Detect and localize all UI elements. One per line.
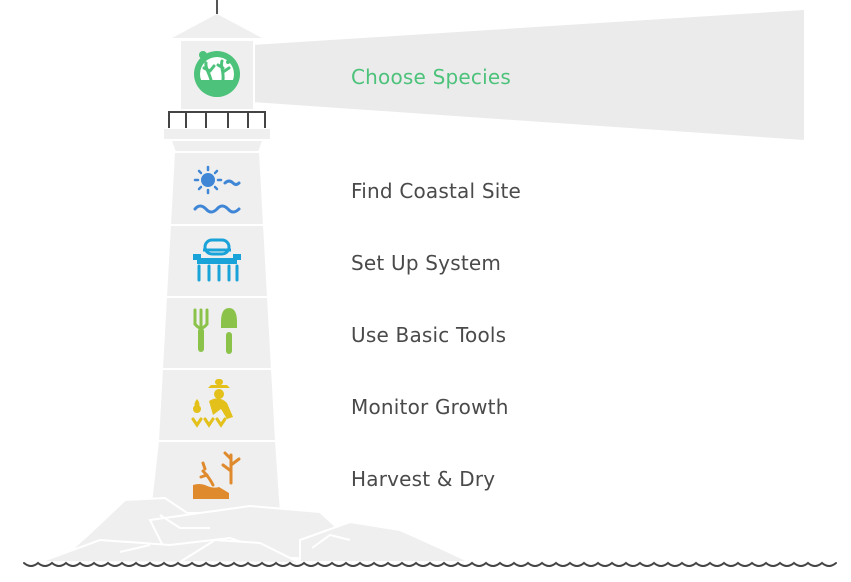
step-label-find-coastal-site: Find Coastal Site bbox=[351, 179, 522, 203]
step-label-harvest-dry: Harvest & Dry bbox=[351, 467, 496, 491]
step-label-set-up-system: Set Up System bbox=[351, 251, 502, 275]
farmer-planting-icon bbox=[191, 379, 233, 428]
gallery-base bbox=[172, 141, 262, 152]
rock-cracks bbox=[119, 514, 351, 553]
rocks bbox=[39, 496, 471, 565]
light-beam bbox=[252, 10, 804, 140]
seaweed-icon bbox=[194, 51, 240, 97]
gallery-railing bbox=[168, 111, 266, 128]
tower-segment-3 bbox=[160, 296, 274, 370]
harvest-plant-icon bbox=[193, 451, 241, 499]
step-label-choose-species: Choose Species bbox=[351, 65, 511, 89]
step-label-monitor-growth: Monitor Growth bbox=[351, 395, 509, 419]
garden-tools-icon bbox=[193, 308, 237, 354]
irrigation-system-icon bbox=[193, 238, 241, 282]
step-label-use-basic-tools: Use Basic Tools bbox=[351, 323, 507, 347]
lighthouse-tower bbox=[148, 151, 283, 514]
gallery-deck bbox=[164, 129, 270, 139]
sun-waves-icon bbox=[193, 165, 241, 214]
lighthouse-roof bbox=[172, 14, 262, 38]
sea-waves bbox=[23, 561, 837, 567]
